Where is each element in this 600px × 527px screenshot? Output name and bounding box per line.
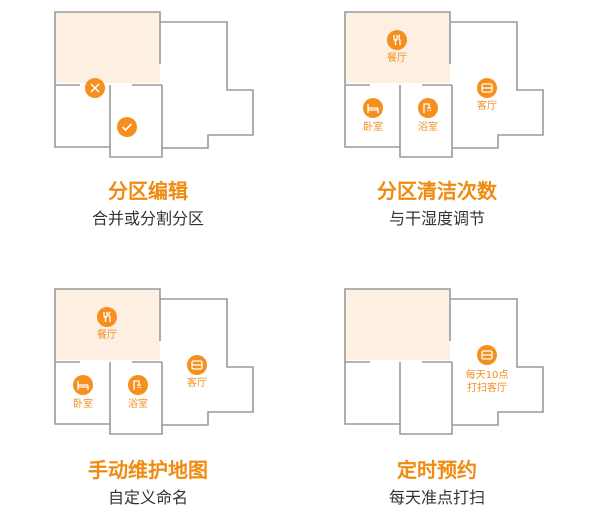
floorplan-split-edit (50, 0, 270, 170)
shower-icon (128, 375, 148, 395)
bed-icon (363, 98, 383, 118)
room-label: 客厅 (477, 101, 497, 112)
shower-icon (418, 98, 438, 118)
room-label: 浴室 (418, 122, 438, 133)
room-label: 餐厅 (387, 53, 407, 64)
sofa-icon (187, 355, 207, 375)
floorplan-schedule: 每天10点打扫客厅 (340, 277, 560, 447)
feature-subtitle: 自定义命名 (107, 488, 188, 507)
floorplan-clean-count: 餐厅卧室 浴室 客厅 (340, 0, 560, 170)
dining-icon (97, 307, 117, 327)
room-label: 卧室 (73, 399, 93, 410)
delete-icon (85, 78, 105, 98)
feature-subtitle: 每天准点打扫 (388, 488, 485, 507)
room-label: 打扫客厅 (467, 383, 507, 394)
feature-subtitle: 合并或分割分区 (91, 209, 204, 228)
feature-title: 分区编辑 (108, 179, 188, 203)
floorplan-manual-edit: 餐厅卧室 浴室 客厅 (50, 277, 270, 447)
feature-title: 分区清洁次数 (377, 179, 497, 203)
room-label: 客厅 (187, 378, 207, 389)
feature-subtitle: 与干湿度调节 (388, 209, 485, 228)
room-label: 卧室 (363, 122, 383, 133)
feature-title: 手动维护地图 (88, 458, 208, 482)
sofa-icon (477, 345, 497, 365)
room-label: 浴室 (128, 399, 148, 410)
bed-icon (73, 375, 93, 395)
confirm-check-icon (117, 117, 137, 137)
dining-icon (387, 30, 407, 50)
room-label: 每天10点 (465, 370, 509, 381)
feature-title: 定时预约 (397, 458, 477, 482)
sofa-icon (477, 78, 497, 98)
room-label: 餐厅 (97, 330, 117, 341)
